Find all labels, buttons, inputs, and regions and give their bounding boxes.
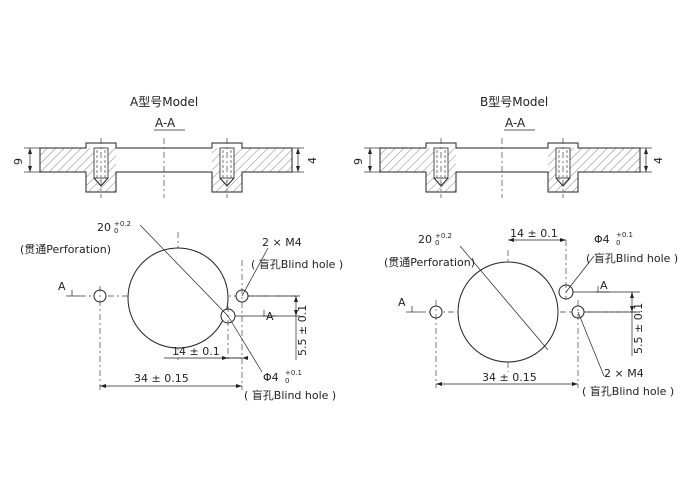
model-b-pin-tol-upper: +0.1 bbox=[616, 231, 633, 239]
model-a-section-marker-left: A bbox=[58, 280, 66, 293]
model-b-section-marker-right: A bbox=[600, 279, 608, 292]
model-a-pin-dim: Φ4 bbox=[263, 371, 279, 384]
model-a-perforation-dim: 20 bbox=[97, 221, 111, 234]
model-a-height-right: 4 bbox=[306, 157, 319, 164]
model-a-section-marker-right: A bbox=[266, 310, 274, 323]
model-b-vertical-dim: 5.5 ± 0.1 bbox=[632, 303, 645, 354]
model-b-plan-view bbox=[406, 238, 640, 388]
model-a-section-view: 9 4 bbox=[12, 138, 319, 198]
model-a-thread-note: ( 盲孔Blind hole ) bbox=[251, 257, 343, 271]
model-a-title: A型号Model bbox=[130, 95, 198, 109]
model-b-perforation-label: (贯通Perforation) bbox=[384, 256, 475, 269]
model-a-pin-tol-upper: +0.1 bbox=[285, 369, 302, 377]
model-a-pin-tol-lower: 0 bbox=[285, 377, 289, 385]
model-a-thread-dim: 2 × M4 bbox=[262, 236, 302, 249]
model-a-perforation-tol-lower: 0 bbox=[114, 227, 118, 235]
model-b-thread-dim: 2 × M4 bbox=[604, 367, 644, 380]
model-b-perforation-tol-lower: 0 bbox=[435, 239, 439, 247]
model-b-drawing: B型号Model A-A 9 bbox=[352, 95, 678, 398]
model-a-height-left: 9 bbox=[12, 158, 25, 165]
model-a-span-dim: 34 ± 0.15 bbox=[134, 372, 189, 385]
model-b-pitch-dim: 14 ± 0.1 bbox=[510, 227, 558, 240]
model-a-perforation-label: (贯通Perforation) bbox=[20, 243, 111, 256]
model-a-pin-note: ( 盲孔Blind hole ) bbox=[244, 388, 336, 402]
model-b-section-label: A-A bbox=[505, 116, 526, 130]
model-b-thread-note: ( 盲孔Blind hole ) bbox=[582, 384, 674, 398]
model-b-pin-tol-lower: 0 bbox=[616, 239, 620, 247]
model-b-height-right: 4 bbox=[652, 157, 665, 164]
model-b-perforation-tol-upper: +0.2 bbox=[435, 232, 452, 240]
model-a-vertical-dim: 5.5 ± 0.1 bbox=[296, 305, 309, 356]
model-b-pin-note: ( 盲孔Blind hole ) bbox=[586, 251, 678, 265]
model-b-span-dim: 34 ± 0.15 bbox=[482, 371, 537, 384]
model-b-height-left: 9 bbox=[352, 158, 365, 165]
model-b-perforation-dim: 20 bbox=[418, 233, 432, 246]
model-b-title: B型号Model bbox=[480, 95, 548, 109]
model-a-pitch-dim: 14 ± 0.1 bbox=[172, 345, 220, 358]
model-b-section-marker-left: A bbox=[398, 296, 406, 309]
model-a-section-label: A-A bbox=[155, 116, 176, 130]
model-a-perforation-hole bbox=[127, 247, 229, 349]
model-b-section-view: 9 4 bbox=[352, 138, 665, 198]
model-a-plan-view bbox=[66, 224, 300, 390]
model-b-pin-dim: Φ4 bbox=[594, 233, 610, 246]
model-a-perforation-tol-upper: +0.2 bbox=[114, 220, 131, 228]
model-a-drawing: A型号Model A-A bbox=[12, 95, 343, 402]
model-b-perforation-hole bbox=[457, 261, 559, 363]
